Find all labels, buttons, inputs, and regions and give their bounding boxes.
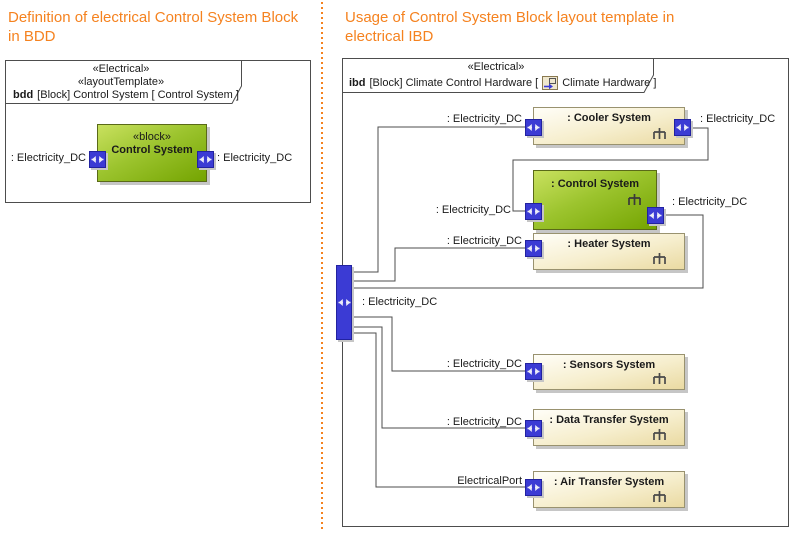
ibd-header-name: ibd[Block] Climate Control Hardware [ Cl… (349, 76, 656, 90)
part-heater-system[interactable]: : Heater System (533, 233, 685, 270)
bdd-frame: «Electrical» «layoutTemplate» bdd[Block]… (5, 60, 311, 203)
part-name: : Cooler System (567, 112, 651, 124)
part-control-system[interactable]: : Control System (533, 170, 657, 230)
part-name: : Heater System (567, 238, 651, 250)
bdd-header-stereotype-2: «layoutTemplate» (77, 76, 165, 88)
port-label-heater-left[interactable]: : Electricity_DC (446, 235, 522, 247)
structure-rake-icon (653, 491, 666, 502)
port-label-cooler-right[interactable]: : Electricity_DC (700, 113, 776, 125)
ibd-boundary-port-label[interactable]: : Electricity_DC (362, 296, 438, 308)
panel-separator (321, 2, 323, 532)
structure-rake-icon (653, 253, 666, 264)
bdd-port-label-left[interactable]: : Electricity_DC (10, 152, 86, 164)
flow-port-icon (527, 368, 540, 375)
part-name: : Air Transfer System (553, 476, 665, 488)
part-name: : Sensors System (562, 359, 656, 371)
ibd-header-before-icon: [Block] Climate Control Hardware [ (369, 76, 539, 89)
bdd-header-name: bdd[Block] Control System [ Control Syst… (13, 89, 239, 102)
structure-rake-icon (653, 429, 666, 440)
flow-port-icon (676, 124, 689, 131)
flow-port-icon (527, 245, 540, 252)
ibd-keyword: ibd (349, 76, 366, 89)
block-name: Control System (111, 144, 193, 156)
port-air-transfer-left[interactable] (525, 479, 542, 496)
flow-port-icon (527, 484, 540, 491)
flow-port-icon (527, 208, 540, 215)
part-air-transfer-system[interactable]: : Air Transfer System (533, 471, 685, 508)
ibd-frame-header-pentagon (342, 58, 654, 93)
part-name: : Control System (550, 178, 639, 190)
flow-port-icon (649, 212, 662, 219)
bdd-port-label-right[interactable]: : Electricity_DC (217, 152, 293, 164)
ibd-header-after-icon: Climate Hardware ] (562, 76, 657, 89)
part-cooler-system[interactable]: : Cooler System (533, 107, 685, 145)
bdd-port-left[interactable] (89, 151, 106, 168)
port-cooler-right[interactable] (674, 119, 691, 136)
port-cooler-left[interactable] (525, 119, 542, 136)
port-label-data-transfer-left[interactable]: : Electricity_DC (446, 416, 522, 428)
structure-rake-icon (628, 194, 641, 205)
ibd-header-stereotype: «Electrical» (467, 61, 525, 73)
flow-port-icon (338, 299, 350, 306)
part-data-transfer-system[interactable]: : Data Transfer System (533, 409, 685, 446)
bdd-keyword: bdd (13, 89, 34, 101)
bdd-port-right[interactable] (197, 151, 214, 168)
structure-rake-icon (653, 128, 666, 139)
port-label-control-left[interactable]: : Electricity_DC (435, 204, 511, 216)
part-sensors-system[interactable]: : Sensors System (533, 354, 685, 390)
bdd-title: Definition of electrical Control System … (8, 9, 299, 45)
bdd-block-control-system[interactable]: «block» Control System (97, 124, 207, 182)
port-sensors-left[interactable] (525, 363, 542, 380)
internal-diagram-icon (542, 76, 559, 90)
flow-port-icon (91, 156, 104, 163)
port-heater-left[interactable] (525, 240, 542, 257)
port-label-air-transfer-left[interactable]: ElectricalPort (457, 475, 522, 487)
port-label-sensors-left[interactable]: : Electricity_DC (446, 358, 522, 370)
port-data-transfer-left[interactable] (525, 420, 542, 437)
flow-port-icon (527, 124, 540, 131)
ibd-boundary-port-bar[interactable] (336, 265, 352, 340)
ibd-title: Usage of Control System Block layout tem… (345, 9, 675, 45)
port-control-right[interactable] (647, 207, 664, 224)
ibd-frame: «Electrical» ibd[Block] Climate Control … (342, 58, 789, 527)
bdd-header-stereotype-1: «Electrical» (92, 63, 150, 75)
flow-port-icon (527, 425, 540, 432)
port-label-control-right[interactable]: : Electricity_DC (672, 196, 748, 208)
structure-rake-icon (653, 373, 666, 384)
flow-port-icon (199, 156, 212, 163)
port-control-left[interactable] (525, 203, 542, 220)
bdd-frame-header-pentagon (5, 60, 242, 104)
block-stereotype: «block» (133, 131, 171, 143)
part-name: : Data Transfer System (549, 414, 669, 426)
bdd-header-rest: [Block] Control System [ Control System … (37, 89, 239, 101)
port-label-cooler-left[interactable]: : Electricity_DC (446, 113, 522, 125)
